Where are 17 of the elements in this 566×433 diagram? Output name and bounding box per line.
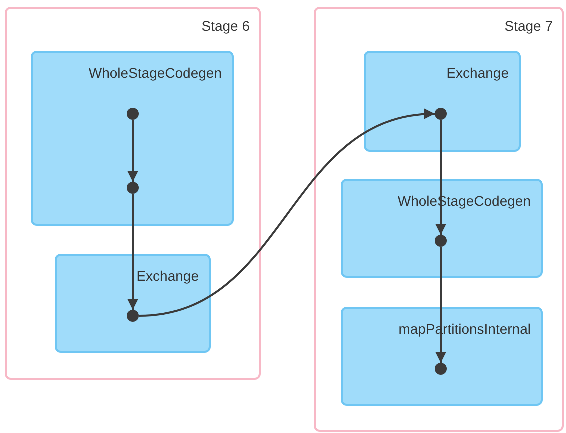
arrow xyxy=(128,194,138,310)
operator-label: Exchange xyxy=(136,269,199,283)
stage-box xyxy=(314,7,564,432)
arrow xyxy=(436,120,446,235)
operator-box xyxy=(55,254,211,353)
stage-label: Stage 7 xyxy=(504,19,553,33)
stage-box xyxy=(5,7,261,380)
arrow xyxy=(128,120,138,182)
arrow xyxy=(436,247,446,363)
operator-box xyxy=(31,51,234,226)
operator-box xyxy=(364,51,521,152)
stage-label: Stage 6 xyxy=(202,19,250,33)
arrow xyxy=(138,110,436,317)
operator-label: Exchange xyxy=(446,66,509,80)
operator-box xyxy=(341,179,543,278)
operator-label: WholeStageCodegen xyxy=(88,66,222,80)
operator-box xyxy=(341,307,543,406)
